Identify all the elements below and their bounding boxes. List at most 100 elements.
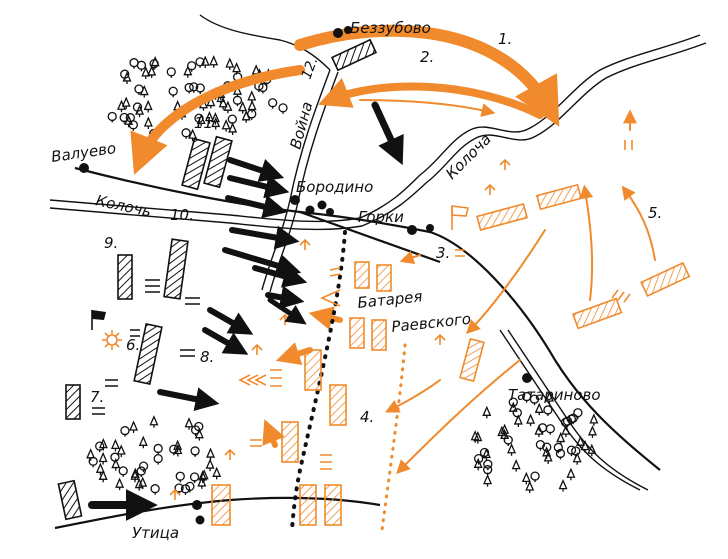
tree-icon: [199, 469, 209, 482]
army-arrow-icon: [252, 264, 308, 288]
tree-icon: [562, 416, 573, 428]
label-gorki: Горки: [358, 208, 404, 226]
tree-icon: [526, 413, 536, 427]
tree-icon: [183, 65, 193, 78]
tree-icon: [508, 397, 518, 409]
number-labels: 1. 2. 3. 4. 5. 6. 7. 8. 9. 10. 11 12.: [90, 30, 662, 426]
tree-icon: [521, 471, 531, 485]
tree-icon: [209, 55, 219, 68]
tree-icon: [136, 466, 146, 478]
tree-icon: [566, 445, 577, 457]
orange-dotted-line: [380, 343, 407, 532]
tree-icon: [522, 392, 532, 403]
tree-icon: [153, 453, 163, 465]
tree-icon: [184, 82, 194, 94]
tree-icon: [212, 466, 222, 480]
unit-rectangle-icon: [459, 337, 485, 383]
tree-icon: [121, 96, 131, 110]
black-dotted-line: [290, 230, 347, 532]
tree-icon: [512, 408, 522, 419]
tree-icon: [111, 457, 121, 471]
tree-icon: [138, 461, 149, 473]
label-number-9: 9.: [104, 234, 118, 252]
village-dot-borodino: [290, 195, 300, 205]
tree-icon: [149, 415, 159, 428]
river-east: [499, 329, 641, 491]
tree-icon: [473, 457, 483, 471]
tree-icon: [143, 116, 153, 130]
tree-icon: [135, 104, 145, 118]
tree-icon: [125, 113, 135, 124]
tree-icon: [185, 481, 195, 493]
tree-icon: [118, 466, 128, 477]
label-number-2: 2.: [420, 48, 434, 66]
tree-icon: [543, 451, 553, 464]
tree-icon: [206, 447, 216, 461]
tree-icon: [95, 462, 105, 476]
tree-icon: [566, 467, 576, 481]
army-arrow-icon: [267, 297, 307, 325]
tree-icon: [513, 414, 523, 427]
unit-rectangle-icon: [304, 349, 322, 391]
tree-icon: [122, 71, 132, 84]
unit-rectangle-icon: [376, 264, 392, 292]
tree-icon: [173, 443, 183, 457]
army-arrow-icon: [130, 65, 305, 175]
tree-icon: [534, 424, 544, 438]
tree-icon: [553, 442, 563, 454]
tree-icon: [197, 476, 207, 489]
orange-markings: [169, 140, 633, 500]
army-arrow-icon: [371, 101, 404, 166]
tree-icon: [544, 391, 554, 405]
unit-rectangle-icon: [329, 384, 347, 426]
tree-icon: [184, 417, 194, 430]
unit-rectangle-icon: [476, 203, 528, 231]
tree-icon: [218, 97, 228, 110]
tree-icon: [129, 420, 139, 434]
tree-icon: [561, 424, 571, 438]
tree-icon: [555, 448, 566, 460]
label-battery-line2: Раевского: [391, 310, 472, 336]
army-arrow-icon: [621, 185, 656, 261]
tree-icon: [500, 423, 510, 437]
tree-icon: [542, 446, 552, 459]
tree-icon: [107, 111, 117, 123]
army-arrow-icon: [262, 419, 285, 448]
unit-rectangle-icon: [571, 297, 623, 330]
flag-icon: [451, 205, 469, 230]
tree-icon: [573, 408, 583, 419]
tree-icon: [221, 119, 231, 132]
flag-icon: [91, 310, 106, 330]
tree-icon: [204, 110, 214, 124]
river-kolocha: [49, 34, 701, 223]
tree-icon: [150, 484, 160, 495]
tree-icon: [241, 110, 251, 123]
tree-icon: [568, 413, 578, 425]
label-number-4: 4.: [360, 408, 374, 426]
black-movements: [88, 101, 404, 521]
tree-icon: [86, 448, 96, 461]
tree-icon: [587, 425, 597, 438]
tree-icon: [98, 451, 108, 465]
tree-icon: [247, 90, 257, 103]
army-arrow-icon: [399, 250, 421, 264]
label-valuevo: Валуево: [50, 139, 117, 166]
army-arrow-icon: [225, 194, 288, 219]
orange-movements: [130, 24, 656, 474]
sun-icon: [102, 330, 122, 350]
army-arrow-icon: [202, 327, 249, 355]
tree-icon: [205, 458, 215, 472]
unit-rectangle-icon: [640, 261, 691, 298]
label-number-7: 7.: [90, 388, 104, 406]
orange-units: [211, 183, 691, 526]
label-number-3: 3.: [436, 244, 450, 262]
tree-icon: [116, 444, 126, 457]
tree-icon: [194, 113, 204, 125]
tree-icon: [139, 84, 149, 98]
label-tatarinovo: Татариново: [508, 386, 601, 404]
river-north: [199, 14, 331, 71]
army-arrow-icon: [466, 229, 546, 334]
army-arrow-icon: [157, 387, 220, 411]
tree-icon: [576, 435, 586, 449]
tree-icon: [211, 116, 221, 130]
